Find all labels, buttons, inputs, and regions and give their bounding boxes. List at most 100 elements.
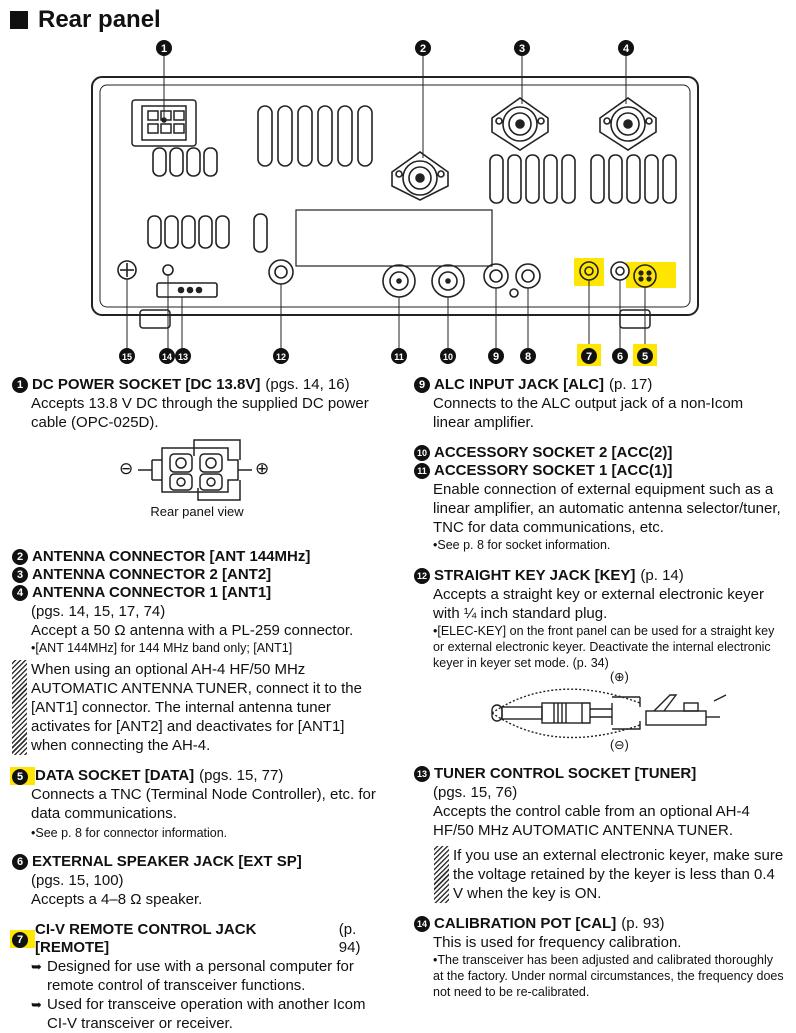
section-small: •[ANT 144MHz] for 144 MHz band only; [AN…: [31, 641, 293, 655]
section-body: Connects to the ALC output jack of a non…: [433, 395, 744, 431]
section-body: Connects a TNC (Terminal Node Controller…: [31, 786, 376, 822]
section-title: CI-V REMOTE CONTROL JACK [REMOTE]: [35, 921, 257, 956]
callout-8: 8: [525, 351, 531, 363]
section-title: CALIBRATION POT [CAL]: [434, 915, 617, 932]
ant-144-connector: [391, 151, 449, 201]
ant2-connector: [491, 97, 549, 151]
rca-jack-8: [509, 263, 541, 298]
page-title: Rear panel: [10, 6, 161, 34]
num-badge: 5: [12, 769, 28, 785]
arrow-icon: ➥: [31, 997, 42, 1012]
section-small: •The transceiver has been adjusted and c…: [433, 953, 784, 999]
section-data-socket: 5 DATA SOCKET [DATA] (pgs. 15, 77) Conne…: [10, 767, 382, 841]
section-pages: (p. 14): [640, 567, 684, 584]
acc1-socket: [382, 264, 416, 298]
bullet-text: Used for transceive operation with anoth…: [47, 996, 366, 1032]
section-title: STRAIGHT KEY JACK [KEY]: [434, 567, 636, 584]
section-body: Accept a 50 Ω antenna with a PL-259 conn…: [31, 622, 354, 639]
num-badge: 11: [414, 463, 430, 479]
figure-caption: Rear panel view: [150, 504, 244, 519]
tuner-socket: [156, 282, 218, 298]
bullet-text: Designed for use with a personal compute…: [47, 958, 354, 994]
rear-panel-diagram: 1 2 3 4 15 14 13 12 11 10 9 8 7 6 5: [91, 40, 699, 366]
callout-13: 13: [178, 352, 188, 362]
section-civ: 7 CI-V REMOTE CONTROL JACK [REMOTE] (p. …: [10, 921, 382, 1033]
section-accessory: 10 ACCESSORY SOCKET 2 [ACC(2)] 11 ACCESS…: [414, 444, 784, 553]
section-pages: (p. 94): [338, 921, 361, 956]
section-title: TUNER CONTROL SOCKET [TUNER]: [434, 765, 697, 782]
section-alc: 9 ALC INPUT JACK [ALC] (p. 17) Connects …: [414, 376, 784, 432]
callout-2: 2: [420, 43, 426, 55]
key-plug-figure: (⊕) (⊖): [414, 670, 784, 757]
title-square-icon: [10, 11, 28, 29]
section-small: •See p. 8 for socket information.: [433, 538, 611, 552]
section-body: Accepts a straight key or external elect…: [433, 586, 764, 622]
section-title: ANTENNA CONNECTOR 1 [ANT1]: [32, 584, 272, 601]
callout-12: 12: [276, 352, 286, 362]
note-icon: [434, 846, 449, 903]
num-badge: 7: [12, 932, 28, 948]
arrow-icon: ➥: [31, 959, 42, 974]
minus-icon: ⊖: [119, 459, 134, 478]
callout-3: 3: [519, 43, 525, 55]
section-pages: (p. 93): [621, 915, 665, 932]
section-pages: (pgs. 15, 100): [31, 872, 124, 889]
section-pages: (pgs. 15, 77): [199, 767, 284, 784]
callout-11: 11: [394, 352, 404, 362]
section-title: DATA SOCKET [DATA]: [35, 767, 195, 784]
callout-10: 10: [443, 352, 453, 362]
note-text: If you use an external electronic keyer,…: [453, 847, 784, 902]
section-pages: (p. 17): [609, 376, 653, 393]
plus-label: (⊕): [610, 670, 629, 684]
alc-jack: [483, 263, 509, 289]
cal-pot: [162, 264, 174, 276]
callout-9: 9: [493, 351, 499, 363]
num-badge: 2: [12, 549, 28, 565]
callout-14: 14: [162, 352, 172, 362]
section-title: ACCESSORY SOCKET 1 [ACC(1)]: [434, 462, 673, 479]
left-column: 1 DC POWER SOCKET [DC 13.8V] (pgs. 14, 1…: [10, 376, 382, 1033]
minus-label: (⊖): [610, 738, 629, 752]
section-body: This is used for frequency calibration.: [433, 934, 682, 951]
page-title-text: Rear panel: [38, 6, 161, 33]
data-socket: [633, 264, 657, 288]
section-body: Accepts a 4–8 Ω speaker.: [31, 891, 203, 908]
callout-1: 1: [161, 43, 167, 55]
note-text: When using an optional AH-4 HF/50 MHz AU…: [31, 661, 362, 754]
ant1-connector: [599, 97, 657, 151]
foot-left: [139, 309, 171, 329]
section-pages: (pgs. 15, 76): [433, 784, 518, 801]
callout-7: 7: [586, 351, 592, 363]
callout-5: 5: [642, 351, 648, 363]
section-body: Accepts the control cable from an option…: [433, 803, 750, 839]
chassis-inner: [99, 84, 691, 308]
num-badge: 1: [12, 377, 28, 393]
section-title: ANTENNA CONNECTOR 2 [ANT2]: [32, 566, 272, 583]
callout-15: 15: [122, 352, 132, 362]
section-small: •[ELEC-KEY] on the front panel can be us…: [433, 624, 775, 670]
num-badge: 13: [414, 766, 430, 782]
num-badge: 3: [12, 567, 28, 583]
section-dc-power: 1 DC POWER SOCKET [DC 13.8V] (pgs. 14, 1…: [12, 376, 382, 519]
key-jack: [268, 259, 294, 285]
section-key: 12 STRAIGHT KEY JACK [KEY] (p. 14) Accep…: [414, 567, 784, 757]
callout-6: 6: [617, 351, 623, 363]
section-body: Enable connection of external equipment …: [433, 481, 781, 536]
ground-terminal: [117, 260, 137, 280]
num-badge: 4: [12, 585, 28, 601]
section-title: ANTENNA CONNECTOR [ANT 144MHz]: [32, 548, 311, 565]
section-tuner: 13 TUNER CONTROL SOCKET [TUNER] (pgs. 15…: [414, 765, 784, 903]
num-badge: 10: [414, 445, 430, 461]
note-block: When using an optional AH-4 HF/50 MHz AU…: [12, 660, 382, 755]
section-title: DC POWER SOCKET [DC 13.8V]: [32, 376, 261, 393]
section-title: ALC INPUT JACK [ALC]: [434, 376, 604, 393]
note-icon: [12, 660, 27, 755]
section-body: Accepts 13.8 V DC through the supplied D…: [31, 395, 369, 431]
section-title: ACCESSORY SOCKET 2 [ACC(2)]: [434, 444, 673, 461]
section-antenna: 2 ANTENNA CONNECTOR [ANT 144MHz] 3 ANTEN…: [12, 548, 382, 755]
ext-sp-jack: [610, 261, 630, 281]
section-title: EXTERNAL SPEAKER JACK [EXT SP]: [32, 853, 302, 870]
section-pages: (pgs. 14, 16): [265, 376, 350, 393]
num-badge: 6: [12, 854, 28, 870]
right-column: 9 ALC INPUT JACK [ALC] (p. 17) Connects …: [414, 376, 784, 1000]
